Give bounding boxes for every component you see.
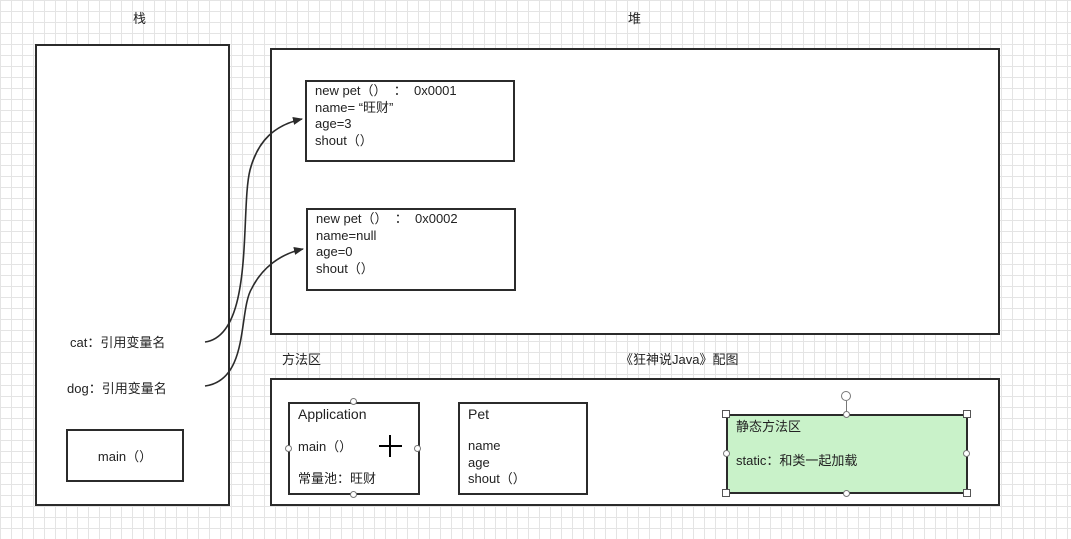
pet-class-title: Pet (468, 406, 490, 422)
rotate-handle[interactable] (841, 391, 851, 401)
pet-object-0x0002: new pet（） ： 0x0002 name=null age=0 shout… (306, 208, 516, 291)
caption-label: 《狂神说Java》配图 (620, 352, 739, 367)
application-title: Application (298, 406, 367, 422)
obj2-line: age=0 (316, 244, 353, 259)
main-frame-box: main（） (66, 429, 184, 482)
resize-handle[interactable] (723, 450, 730, 457)
resize-handle[interactable] (350, 398, 357, 405)
heap-label: 堆 (628, 11, 642, 26)
selection-handle[interactable] (722, 489, 730, 497)
pet-class-box: Pet name age shout（） (458, 402, 588, 495)
resize-handle[interactable] (285, 445, 292, 452)
static-area-title: 静态方法区 (736, 419, 802, 434)
obj1-line: new pet（） ： 0x0001 (315, 83, 457, 98)
obj2-line: shout（） (316, 260, 374, 276)
dog-reference-arrow (204, 247, 304, 387)
obj1-line: shout（） (315, 132, 373, 148)
resize-handle[interactable] (963, 450, 970, 457)
resize-handle[interactable] (414, 445, 421, 452)
method-area-label: 方法区 (282, 352, 322, 367)
obj1-line: name= “旺财” (315, 99, 394, 115)
selection-handle[interactable] (963, 410, 971, 418)
cat-variable-label: cat：引用变量名 (70, 335, 166, 350)
obj2-line: new pet（） ： 0x0002 (316, 211, 458, 226)
pet-class-line: name (468, 438, 501, 453)
static-area-text: static：和类一起加载 (736, 452, 858, 468)
application-main: main（） (298, 439, 353, 454)
application-class-box[interactable]: Application main（） 常量池：旺财 (288, 402, 420, 495)
application-pool: 常量池：旺财 (298, 470, 377, 486)
rotate-handle-stem (846, 401, 847, 412)
obj1-line: age=3 (315, 116, 352, 131)
pet-object-0x0001: new pet（） ： 0x0001 name= “旺财” age=3 shou… (305, 80, 515, 162)
selection-handle[interactable] (963, 489, 971, 497)
pet-class-line: age (468, 454, 490, 470)
cat-reference-arrow (204, 117, 303, 343)
crosshair-cursor-icon (379, 435, 402, 457)
obj2-line: name=null (316, 227, 377, 243)
stack-label: 栈 (133, 11, 147, 26)
selection-handle[interactable] (722, 410, 730, 418)
resize-handle[interactable] (350, 491, 357, 498)
dog-variable-label: dog：引用变量名 (67, 381, 167, 396)
pet-class-line: shout（） (468, 471, 526, 486)
resize-handle[interactable] (843, 490, 850, 497)
main-frame-label: main（） (97, 449, 153, 464)
